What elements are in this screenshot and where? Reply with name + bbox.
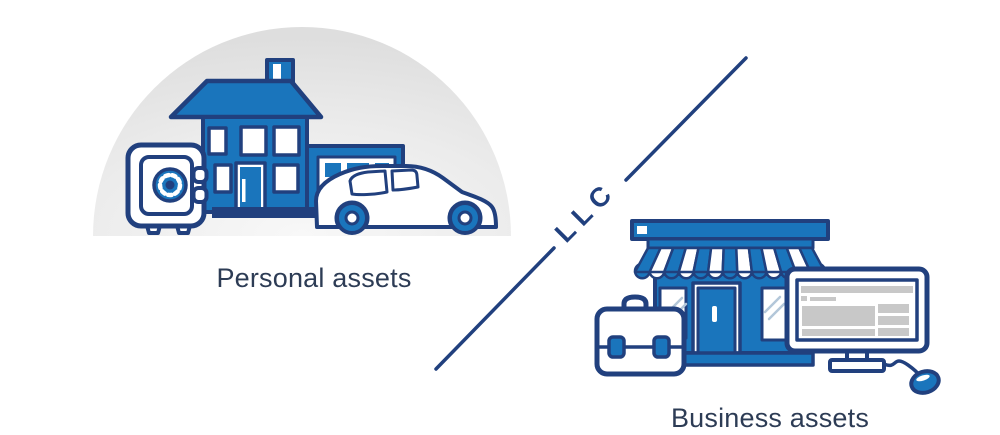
- window: [207, 126, 228, 156]
- store-sign: [630, 219, 830, 241]
- car-window: [348, 169, 389, 197]
- llc-label: LLC: [549, 175, 622, 248]
- business-assets-illustration: Business assets: [594, 219, 941, 433]
- window-glare: [763, 295, 782, 314]
- personal-assets-illustration: Personal assets: [93, 27, 511, 293]
- divider-line-lower: [434, 246, 556, 371]
- door-handle: [242, 179, 246, 202]
- awning: [633, 246, 827, 280]
- window: [272, 125, 301, 157]
- car-hubcap: [344, 210, 360, 226]
- car-window: [390, 168, 420, 192]
- store-sign-band: [646, 237, 815, 250]
- briefcase-icon: [594, 294, 687, 377]
- divider-line-upper: [624, 56, 748, 182]
- business-assets-label: Business assets: [671, 403, 869, 433]
- safe-icon: [125, 142, 209, 235]
- window-glare: [767, 302, 786, 321]
- window: [239, 125, 268, 157]
- mouse-icon: [909, 369, 941, 395]
- store-door-handle: [712, 306, 717, 322]
- mouse-body: [909, 369, 941, 395]
- monitor-stand-base: [828, 358, 886, 373]
- briefcase-buckle: [607, 335, 626, 359]
- safe-dial-center: [165, 180, 175, 190]
- briefcase-buckle: [652, 335, 671, 359]
- mouse-highlight: [916, 374, 930, 382]
- window: [213, 163, 233, 194]
- safe-hinge: [191, 186, 209, 204]
- safe-dial-teeth: [157, 172, 183, 198]
- personal-assets-label: Personal assets: [216, 263, 411, 293]
- chimney-highlight: [273, 64, 281, 80]
- house-base: [212, 207, 333, 218]
- briefcase-handle: [621, 294, 649, 315]
- car-hubcap: [457, 210, 473, 226]
- screen-wireframe: [801, 286, 913, 336]
- car-icon: [314, 164, 498, 235]
- safe-hinge: [191, 166, 209, 184]
- window: [272, 163, 300, 194]
- sign-highlight: [637, 226, 647, 234]
